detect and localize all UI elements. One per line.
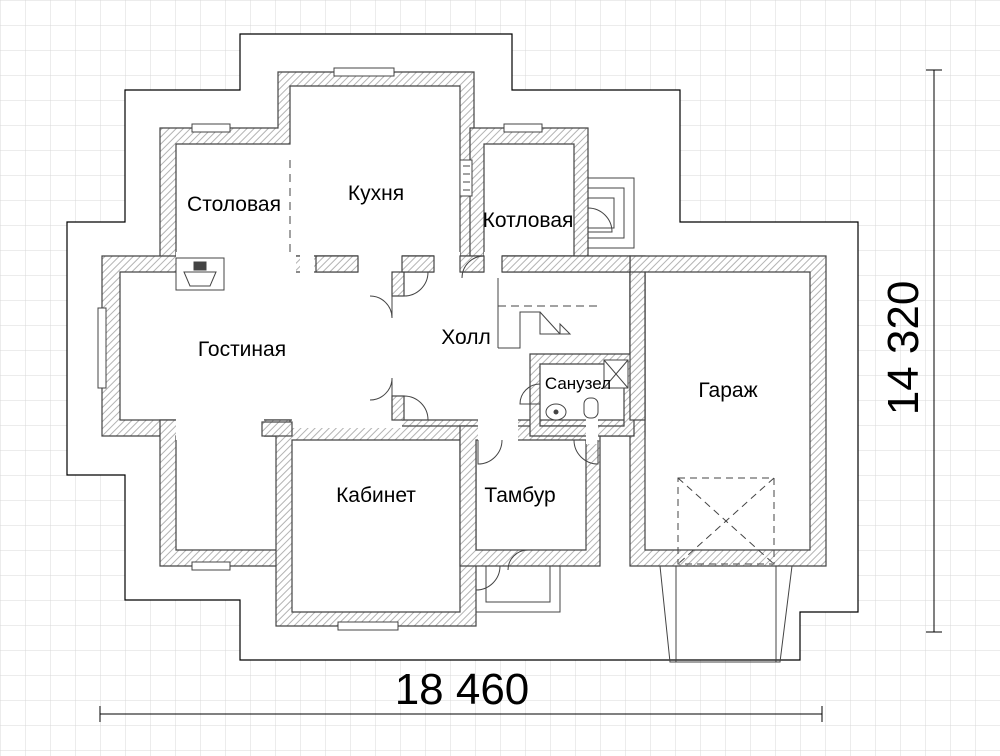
wall-study: [275, 425, 477, 627]
width-dimension-label: 18 460: [395, 665, 530, 714]
partitions: [261, 255, 646, 437]
garage-car-pad: [677, 477, 775, 565]
room-label-vestibule: Тамбур: [484, 484, 555, 507]
kitchen-stove: [459, 159, 473, 197]
windows: [97, 67, 543, 631]
room-label-living: Гостиная: [198, 338, 286, 361]
bathroom-fixtures: [545, 359, 629, 421]
fireplace: [175, 257, 225, 291]
garage-door: [659, 565, 793, 663]
dimension-lines: [99, 69, 942, 722]
boiler-porch: [588, 177, 635, 249]
vestibule-porch: [475, 566, 561, 613]
room-label-kitchen: Кухня: [348, 182, 404, 205]
room-label-garage: Гараж: [698, 379, 757, 402]
room-label-boiler: Котловая: [483, 209, 574, 232]
interior-openings: [176, 252, 598, 444]
room-label-study: Кабинет: [336, 484, 416, 507]
staircase: [497, 278, 600, 349]
height-dimension-label: 14 320: [879, 281, 928, 416]
room-label-hall: Холл: [441, 326, 491, 349]
wall-garage: [629, 255, 827, 567]
doors: [369, 207, 613, 591]
roof-outline: [66, 33, 859, 661]
room-label-dining: Столовая: [187, 193, 281, 216]
room-label-bathroom: Санузел: [545, 374, 611, 393]
